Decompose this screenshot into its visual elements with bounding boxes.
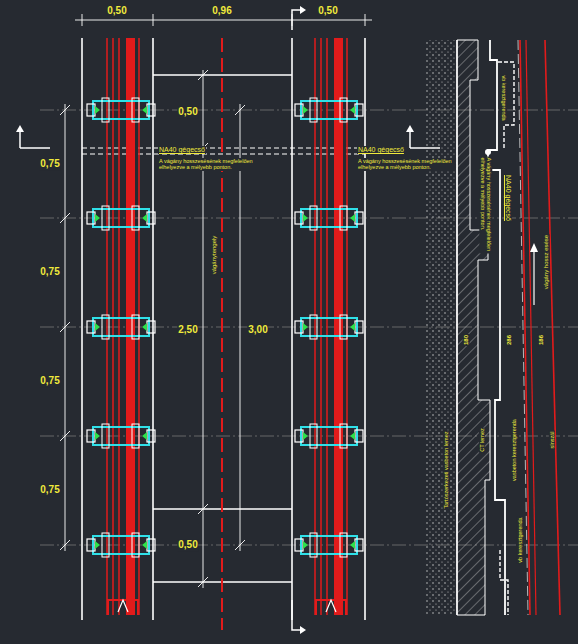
dimension: 286 bbox=[506, 334, 513, 346]
slope-label: vágány hossz esése bbox=[543, 234, 550, 290]
dimension: 0,50 bbox=[177, 106, 198, 118]
pipe-note: A vágány hosszesésének megfelelően elhel… bbox=[357, 158, 455, 171]
pipe-label: NA40 gégecső bbox=[357, 146, 405, 154]
dimension: 0,50 bbox=[318, 5, 337, 17]
dimension: 0,50 bbox=[177, 539, 198, 551]
spacing-dimension: 0,75 bbox=[39, 266, 60, 278]
beam-label: vasbeton keresztgerenda bbox=[511, 418, 517, 482]
pipe-label: NA40 gégecső bbox=[504, 174, 512, 222]
rail-label: sínszál bbox=[549, 430, 555, 449]
dimension: 0,96 bbox=[212, 5, 231, 17]
dimension: 186 bbox=[538, 334, 545, 346]
layer-label: Tartószerkezeti vasbeton lemez bbox=[443, 430, 449, 509]
pipe-note: A vágány hosszesésének megfelelően elhel… bbox=[480, 157, 493, 254]
axis-label: vágánytengely bbox=[211, 235, 218, 276]
dimension: 0,50 bbox=[107, 5, 126, 17]
dimension: 2,50 bbox=[177, 324, 198, 336]
dimension: 180 bbox=[463, 334, 470, 346]
layer-label: CT lemez bbox=[479, 427, 485, 452]
spacing-dimension: 0,75 bbox=[39, 484, 60, 496]
dimension: 3,00 bbox=[247, 324, 268, 336]
pipe-label: NA40 gégecső bbox=[158, 146, 206, 154]
spacing-dimension: 0,75 bbox=[39, 375, 60, 387]
beam-label: vb keresztgerenda bbox=[517, 516, 523, 563]
beam-label: vb keresztgerenda bbox=[501, 74, 507, 121]
spacing-dimension: 0,75 bbox=[39, 158, 60, 170]
pipe-note: A vágány hosszesésének megfelelően elhel… bbox=[158, 158, 256, 171]
